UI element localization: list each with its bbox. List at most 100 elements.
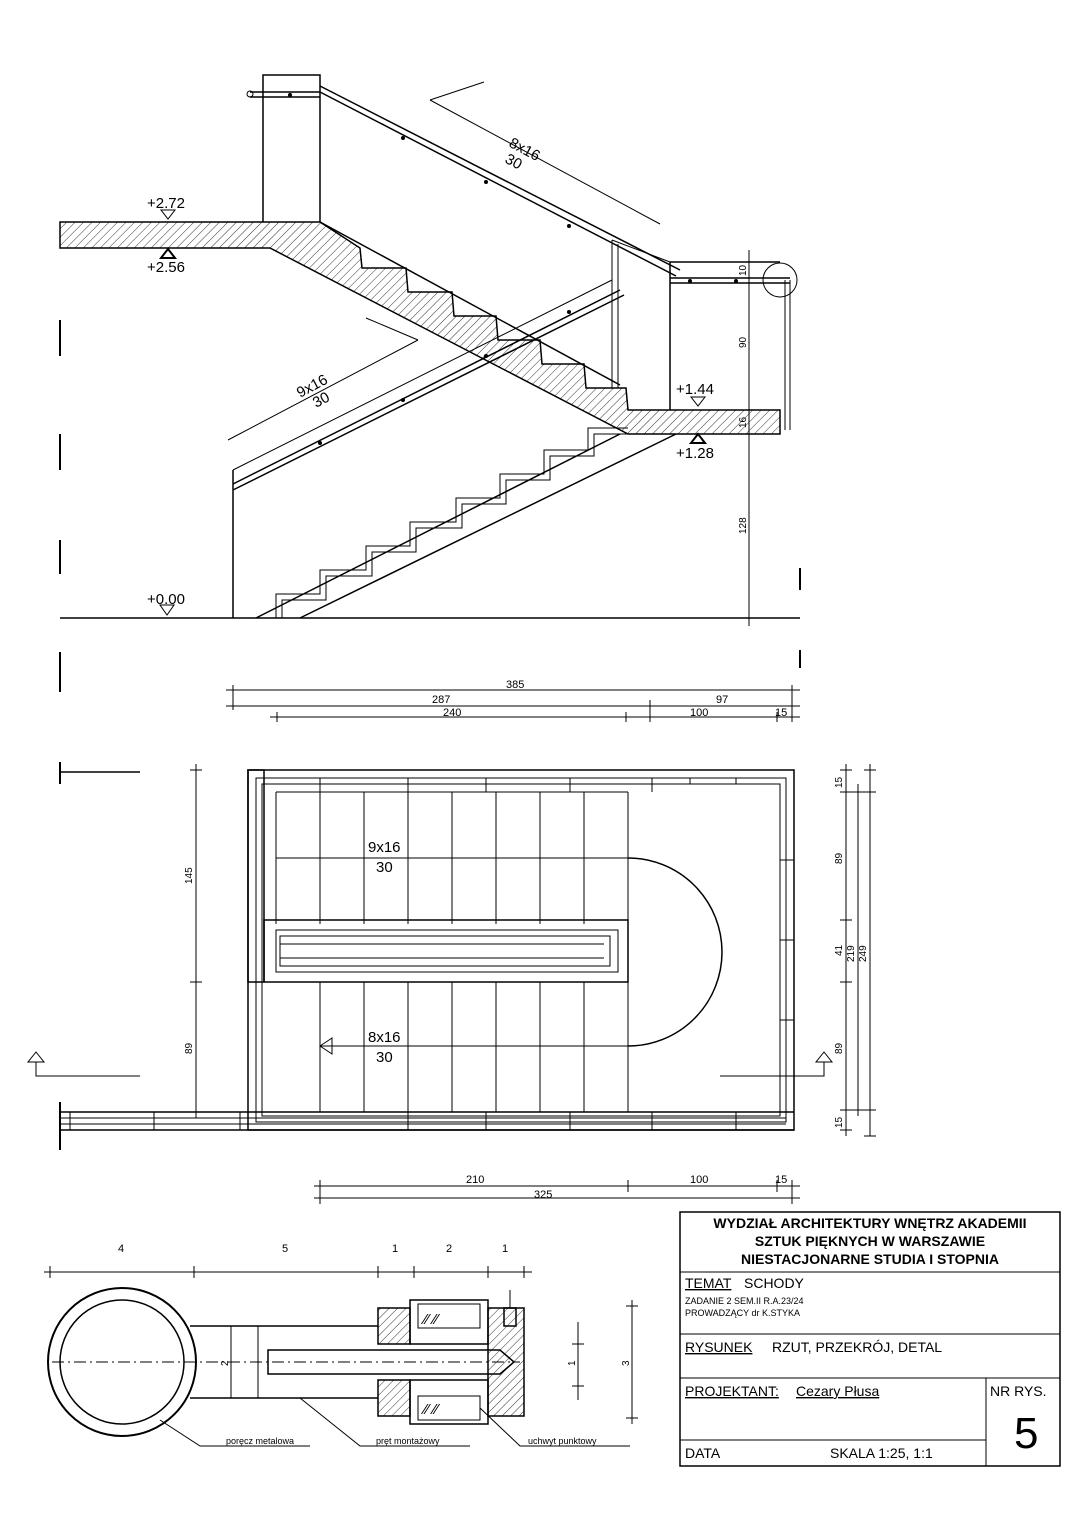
handrail-upper (319, 85, 681, 271)
lower-flight-steps-inner (281, 433, 628, 618)
svg-text:287: 287 (432, 694, 450, 706)
handrail-lower (232, 289, 621, 485)
label-rail: poręcz metalowa (226, 1436, 294, 1446)
svg-text:249: 249 (858, 945, 869, 962)
svg-text:325: 325 (534, 1189, 552, 1201)
svg-text:41: 41 (834, 944, 845, 956)
svg-text:90: 90 (738, 336, 749, 348)
svg-text:100: 100 (690, 1174, 708, 1186)
temat-value: SCHODY (744, 1275, 805, 1291)
plan-lower-tread: 30 (376, 1049, 393, 1066)
title-block: WYDZIAŁ ARCHITEKTURY WNĘTRZ AKADEMII SZT… (679, 1211, 1061, 1467)
svg-text:4: 4 (118, 1243, 124, 1255)
handrail-brackets (288, 93, 738, 445)
svg-text:145: 145 (184, 867, 195, 884)
svg-text:15: 15 (775, 707, 787, 719)
flight-arrow-tick (365, 317, 419, 341)
glass-clamp (409, 1379, 489, 1425)
plan-view: 9x16 30 8x16 30 145 89 15 89 (26, 762, 876, 1204)
projektant-label: PROJEKTANT: (685, 1383, 779, 1399)
svg-text:⁄⁄ ⁄⁄: ⁄⁄ ⁄⁄ (420, 1401, 441, 1418)
lower-flight-steps (275, 427, 628, 618)
handrail-lower (232, 294, 625, 491)
flight-arrow-lower (227, 339, 419, 441)
plan-right-dimensions: 15 89 41 219 249 89 15 (834, 764, 876, 1137)
plan-bottom-dimensions: 210 100 15 325 (314, 1174, 800, 1204)
section-view: 8x16 30 9x16 30 +2.72 +2.56 +1.44 +1.28 … (59, 74, 801, 722)
svg-text:89: 89 (184, 1042, 195, 1054)
glass-clamp (409, 1299, 489, 1345)
svg-text:15: 15 (834, 1116, 845, 1128)
svg-text:+0.00: +0.00 (147, 591, 185, 608)
svg-text:+1.28: +1.28 (676, 445, 714, 462)
svg-text:+2.72: +2.72 (147, 195, 185, 212)
stair-outline (247, 769, 795, 1131)
nr-label: NR RYS. (990, 1383, 1047, 1399)
svg-text:100: 100 (690, 707, 708, 719)
section-horizontal-dimensions: 385 287 97 240 100 15 (226, 679, 800, 722)
level-marker-144: +1.44 (676, 381, 714, 407)
vertical-dimension: 10 90 16 128 (738, 250, 754, 626)
svg-text:16: 16 (738, 416, 749, 428)
parapet-wall (262, 74, 321, 222)
inner-wall (247, 769, 265, 983)
holder-block (377, 1379, 411, 1417)
holder-plate (487, 1307, 525, 1417)
lower-stringer (299, 433, 677, 619)
rysunek-label: RYSUNEK (685, 1339, 753, 1355)
nr-value: 5 (1014, 1409, 1038, 1458)
plan-lower-risers: 8x16 (368, 1029, 401, 1046)
school-line-1: WYDZIAŁ ARCHITEKTURY WNĘTRZ AKADEMII (713, 1215, 1026, 1231)
svg-text:⁄⁄ ⁄⁄: ⁄⁄ ⁄⁄ (420, 1311, 441, 1328)
lower-flight-tread: 30 (310, 389, 333, 412)
section-arrow-left (35, 1062, 140, 1077)
svg-text:240: 240 (443, 707, 461, 719)
level-marker-272: +2.72 (147, 195, 185, 220)
handrail-detail: 4 5 1 2 1 ⁄⁄ ⁄⁄ ⁄⁄ ⁄⁄ 2 1 (44, 1243, 638, 1447)
flight-arrow-tick (429, 81, 485, 101)
plan-left-dimensions: 145 89 (184, 764, 202, 1118)
balustrade-top (232, 279, 613, 471)
svg-text:385: 385 (506, 679, 524, 691)
svg-text:10: 10 (738, 264, 749, 276)
svg-text:89: 89 (834, 1042, 845, 1054)
plan-upper-risers: 9x16 (368, 839, 401, 856)
handrail-posts-top (153, 778, 794, 1130)
plan-treads (275, 791, 629, 1112)
upper-flight-tread: 30 (502, 151, 525, 174)
svg-text:219: 219 (846, 945, 857, 962)
label-rod: pręt montażowy (376, 1436, 440, 1446)
central-wall (263, 919, 629, 983)
svg-text:1: 1 (392, 1243, 398, 1255)
level-marker-128: +1.28 (676, 432, 714, 462)
svg-text:89: 89 (834, 852, 845, 864)
rysunek-value: RZUT, PRZEKRÓJ, DETAL (772, 1339, 942, 1355)
level-marker-256: +2.56 (147, 247, 185, 276)
handrail-upper (319, 91, 677, 277)
svg-text:210: 210 (466, 1174, 484, 1186)
svg-text:1: 1 (567, 1360, 578, 1366)
projektant-value: Cezary Płusa (796, 1383, 879, 1399)
svg-text:128: 128 (738, 517, 749, 534)
svg-text:15: 15 (775, 1174, 787, 1186)
data-label: DATA (685, 1445, 721, 1461)
section-arrow-left-head (26, 1051, 46, 1063)
prowadzacy: PROWADZĄCY dr K.STYKA (685, 1308, 800, 1318)
school-line-2: SZTUK PIĘKNYCH W WARSZAWIE (755, 1233, 985, 1249)
level-marker-000: +0.00 (147, 591, 185, 616)
svg-text:15: 15 (834, 776, 845, 788)
school-line-3: NIESTACJONARNE STUDIA I STOPNIA (741, 1251, 999, 1267)
svg-text:2: 2 (446, 1243, 452, 1255)
stringer (319, 221, 621, 386)
label-holder: uchwyt punktowy (528, 1436, 597, 1446)
svg-text:+2.56: +2.56 (147, 259, 185, 276)
detail-callout-circle (762, 262, 798, 298)
section-arrow-right (720, 1062, 825, 1077)
landing-walk-line (627, 857, 723, 1047)
svg-text:1: 1 (502, 1243, 508, 1255)
walk-arrow (319, 1037, 333, 1055)
svg-text:+1.44: +1.44 (676, 381, 714, 398)
svg-text:5: 5 (282, 1243, 288, 1255)
upper-slab (59, 221, 781, 435)
